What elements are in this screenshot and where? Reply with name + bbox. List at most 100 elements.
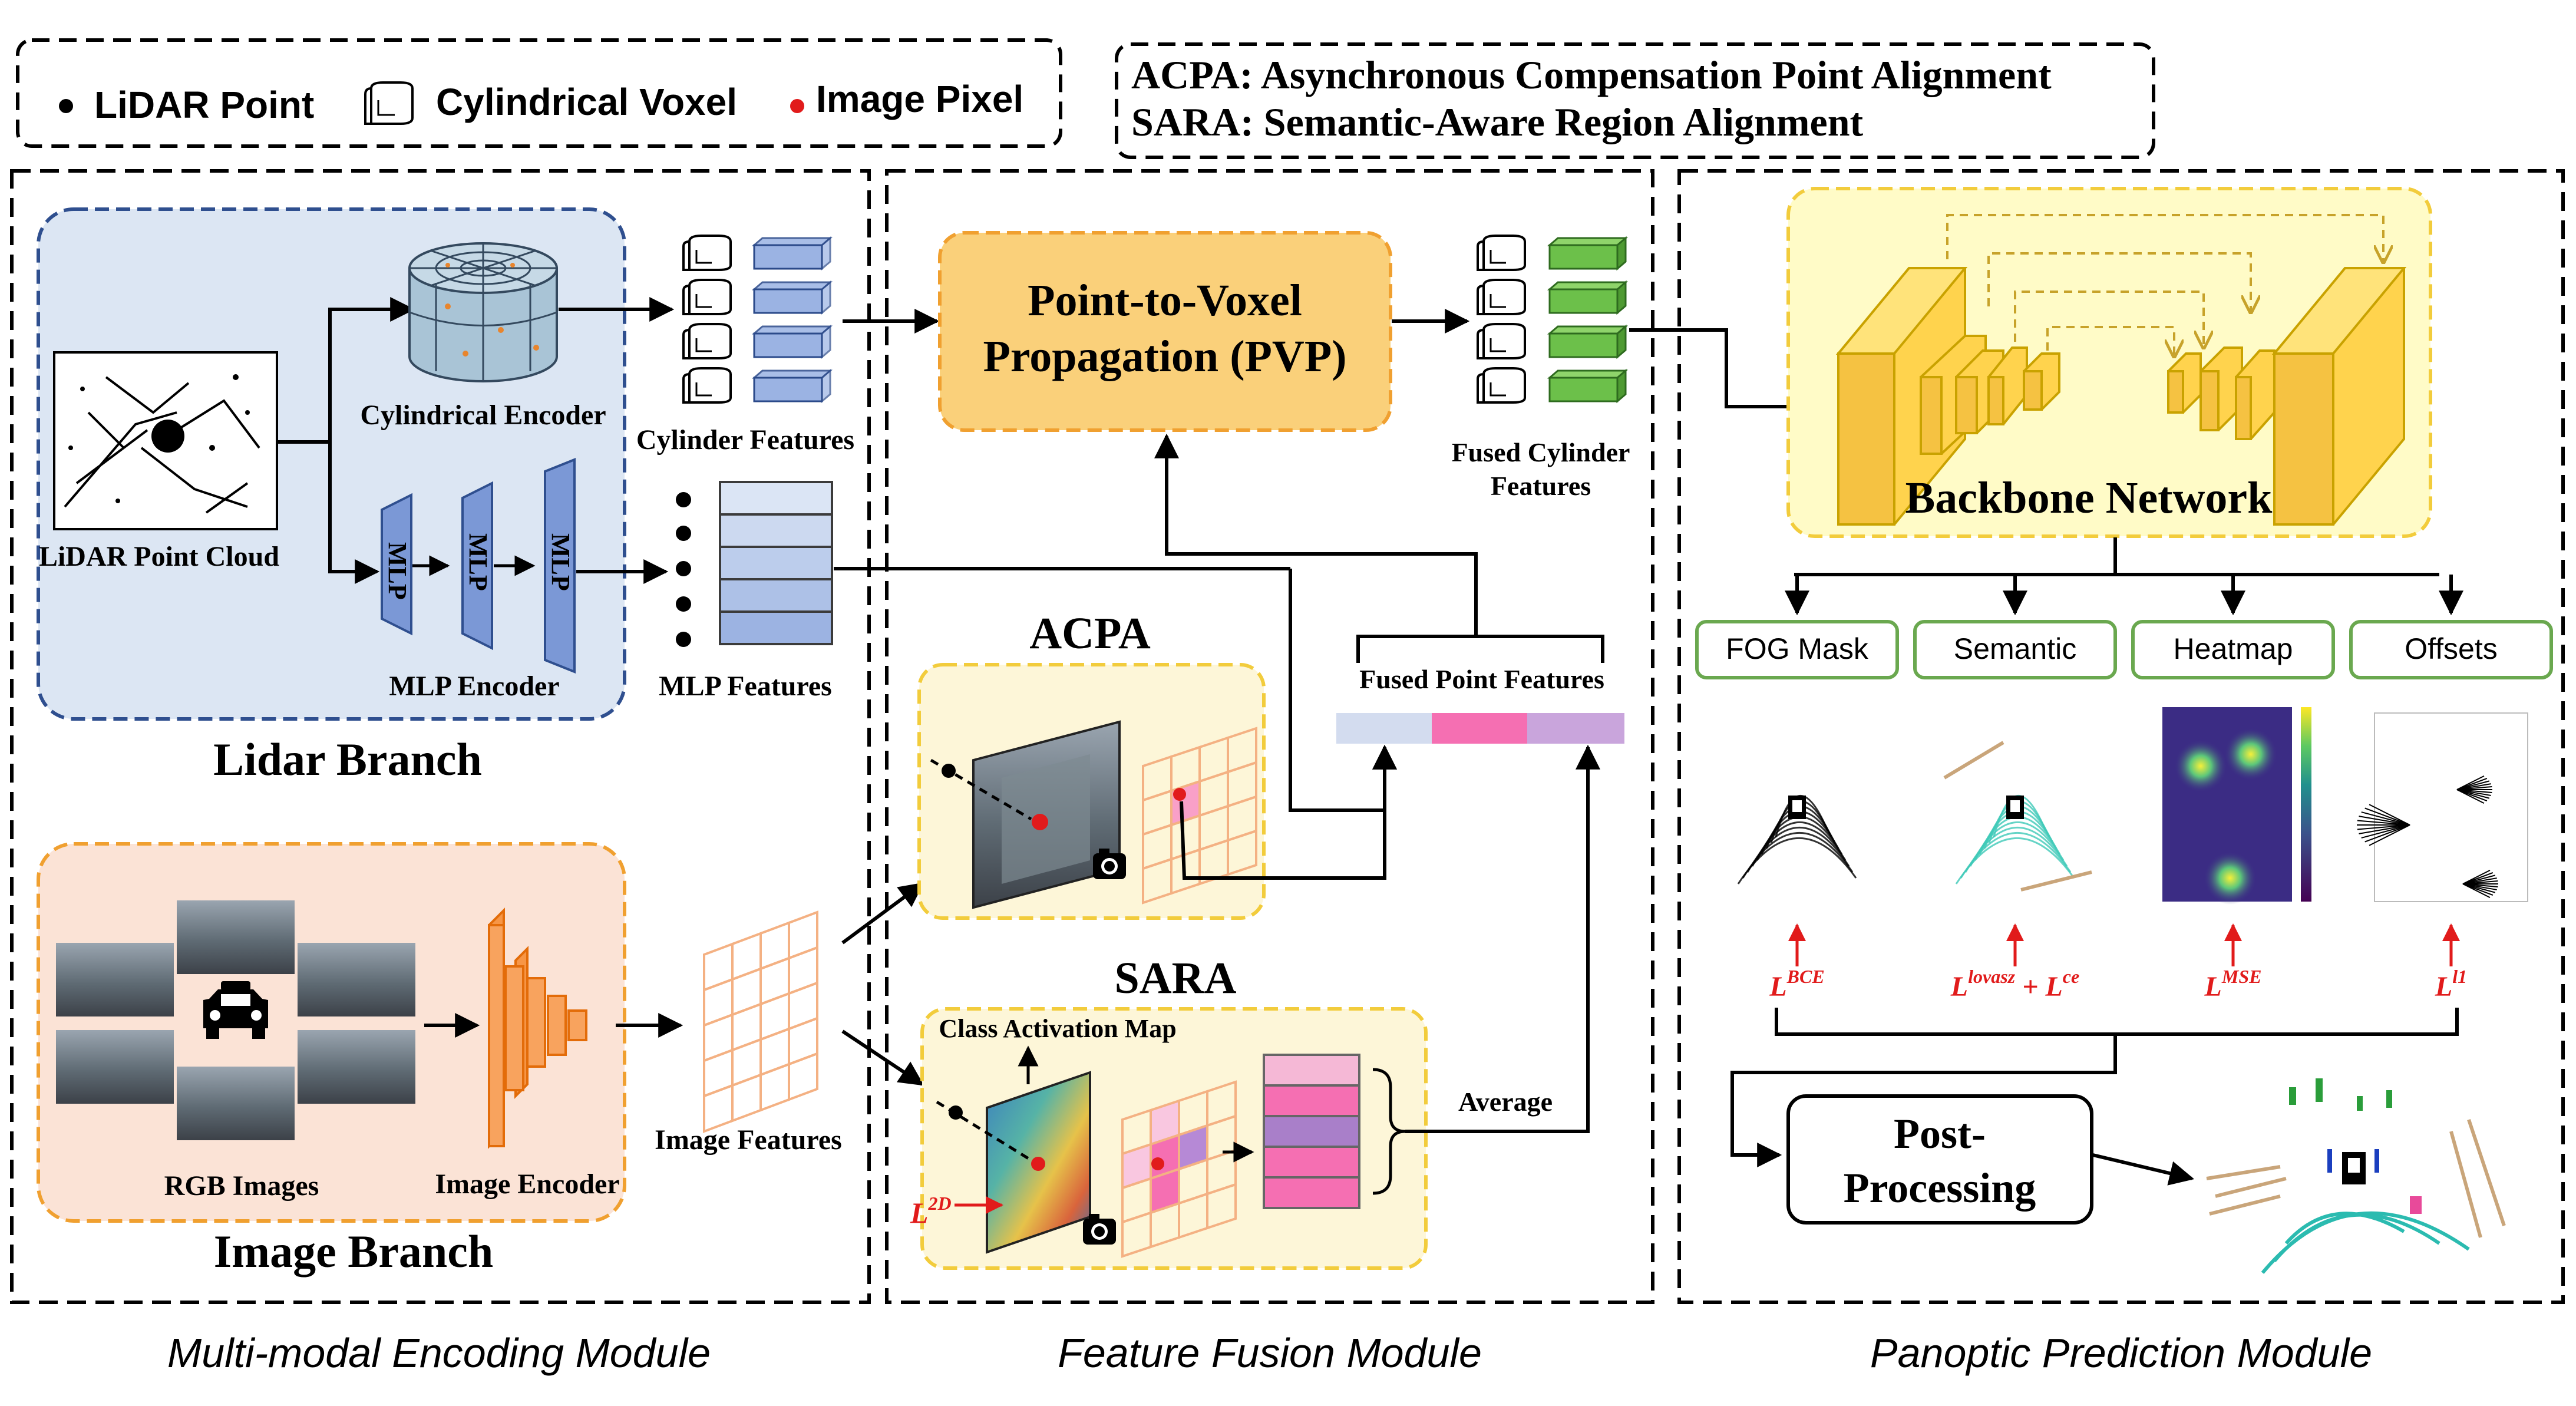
head-loss: LMSE (2204, 966, 2262, 1002)
head-output-preview (1737, 794, 1857, 884)
sara-pixel-icon (1031, 1157, 1045, 1171)
mlp-encoder-label: MLP Encoder (389, 671, 559, 702)
fusion-module-title: Feature Fusion Module (1058, 1330, 1482, 1376)
post-processing-line2: Processing (1844, 1164, 2036, 1212)
legend-box: LiDAR Point Cylindrical Voxel Image Pixe… (16, 38, 1062, 148)
sara-loss-2d: L2D (910, 1193, 952, 1229)
svg-text:MLP: MLP (383, 542, 412, 600)
sara-block: Class Activation Map L2D (910, 1007, 1428, 1270)
mlp-block-3: MLP (544, 458, 576, 674)
acpa-title: ACPA (1029, 609, 1151, 658)
lidar-point-icon (59, 99, 73, 113)
grid-cell (759, 1062, 790, 1112)
head-label: Semantic (1954, 632, 2076, 665)
grid-cell (731, 1002, 762, 1052)
abbreviation-box: ACPA: Asynchronous Compensation Point Al… (1115, 42, 2155, 159)
cylindrical-voxel-icon (1477, 235, 1526, 271)
lidar-branch: LiDAR Point Cloud (37, 207, 675, 721)
fusion-module-frame (885, 169, 1654, 1304)
grid-cell (731, 967, 762, 1016)
mlp-features-label: MLP Features (659, 671, 832, 702)
fused-cylinder-label-2: Features (1491, 471, 1591, 501)
image-encoder-label: Image Encoder (435, 1169, 619, 1200)
image-pixel-icon (790, 99, 804, 113)
grid-cell (759, 1027, 790, 1077)
grid-cell (703, 942, 734, 992)
cylinder-features (682, 235, 833, 404)
pvp-line1: Point-to-Voxel (1028, 276, 1302, 325)
encoding-module-title: Multi-modal Encoding Module (167, 1330, 711, 1376)
head-output-preview (2357, 712, 2528, 902)
pvp-block: Point-to-Voxel Propagation (PVP) (938, 231, 1392, 432)
fused-cylinder-feature-cuboid (1547, 368, 1629, 404)
grid-cell (759, 992, 790, 1041)
prediction-module-title: Panoptic Prediction Module (1870, 1330, 2372, 1376)
fused-cylinder-label-1: Fused Cylinder (1452, 437, 1630, 467)
cylindrical-encoder-graphic (408, 242, 558, 382)
grid-cell (731, 1073, 762, 1123)
cylinder-feature-cuboid (751, 368, 833, 404)
fused-cylinder-feature-cuboid (1547, 236, 1629, 271)
image-encoder-graphic (488, 907, 587, 1149)
sara-definition: SARA: Semantic-Aware Region Alignment (1131, 100, 1864, 144)
lidar-point-cloud-label: LiDAR Point Cloud (39, 541, 279, 572)
head-loss: Llovasz + Lce (1950, 966, 2079, 1002)
grid-cell (1227, 829, 1257, 876)
backbone-network-label: Backbone Network (1905, 473, 2273, 523)
backbone-network-block: Backbone Network (1786, 187, 2432, 538)
head-loss: Ll1 (2435, 966, 2467, 1002)
svg-text:MLP: MLP (546, 533, 575, 591)
average-label: Average (1458, 1087, 1553, 1117)
cylindrical-voxel-icon (1477, 279, 1526, 315)
fused-point-features-label: Fused Point Features (1359, 664, 1604, 694)
svg-text:MLP: MLP (464, 533, 493, 591)
fused-cylinder-feature-cuboid (1547, 324, 1629, 359)
grid-cell (759, 956, 790, 1006)
sara-region-features (1263, 1054, 1360, 1209)
head-output-preview (1943, 741, 2092, 892)
prediction-module-frame (1677, 169, 2565, 1304)
panoptic-result-image (2206, 1078, 2506, 1274)
head-label: Heatmap (2174, 632, 2293, 665)
grid-cell (788, 910, 818, 960)
grid-cell (788, 981, 818, 1031)
cylinder-feature-cuboid (751, 280, 833, 315)
cylindrical-encoder-label: Cylindrical Encoder (360, 400, 606, 431)
cylindrical-voxel-icon (682, 367, 732, 404)
cylinder-feature-cuboid (751, 236, 833, 271)
cylindrical-voxel-icon (1477, 367, 1526, 404)
grid-cell (788, 1016, 818, 1066)
grid-cell (788, 946, 818, 995)
grid-cell (759, 921, 790, 971)
mlp-block-1: MLP (381, 493, 412, 636)
car-icon (203, 981, 268, 1039)
legend-image-pixel: Image Pixel (816, 78, 1023, 120)
class-activation-map-label: Class Activation Map (939, 1014, 1176, 1043)
image-features-grid (703, 910, 818, 1133)
cylindrical-voxel-icon (682, 235, 732, 271)
acpa-pixel-icon (1032, 814, 1048, 830)
lidar-point-cloud-image (53, 351, 278, 530)
grid-cell (788, 1052, 818, 1101)
cylindrical-voxel-icon (682, 279, 732, 315)
pvp-line2: Propagation (PVP) (983, 332, 1346, 381)
cylindrical-voxel-icon (364, 81, 414, 125)
head-label: FOG Mask (1726, 632, 1869, 665)
fused-cylinder-features (1477, 235, 1629, 404)
image-features-label: Image Features (655, 1124, 842, 1156)
grid-cell (703, 978, 734, 1027)
post-processing-block: Post- Processing (1786, 1094, 2093, 1225)
mlp-features (676, 481, 833, 647)
encoding-module-frame (10, 169, 871, 1304)
cylinder-feature-cuboid (751, 324, 833, 359)
sara-grid-pixel-icon (1151, 1157, 1164, 1170)
sara-title: SARA (1115, 953, 1237, 1003)
legend-cylindrical-voxel: Cylindrical Voxel (436, 81, 737, 123)
rgb-images-label: RGB Images (164, 1170, 319, 1202)
image-branch: RGB Images Image Encoder (37, 842, 683, 1223)
grid-cell (731, 932, 762, 981)
